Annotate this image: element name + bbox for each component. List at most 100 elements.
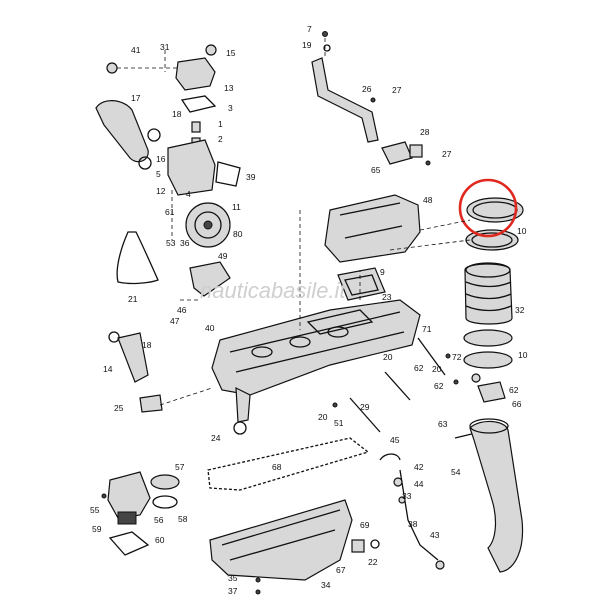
callout-65: 65 xyxy=(371,165,381,175)
callout-27: 27 xyxy=(442,149,452,159)
callout-46: 46 xyxy=(177,305,187,315)
callout-20: 20 xyxy=(432,364,442,374)
clamp-bracket-icon xyxy=(381,141,413,165)
support-arm-icon xyxy=(311,57,379,143)
callout-43: 43 xyxy=(430,530,440,540)
oil-pan-icon xyxy=(209,499,353,581)
callout-42: 42 xyxy=(414,462,424,472)
callout-18: 18 xyxy=(142,340,152,350)
exhaust-tube-group xyxy=(454,418,524,573)
callout-13: 13 xyxy=(224,83,234,93)
oil-pan-gasket-icon xyxy=(207,437,370,491)
drive-belt-icon xyxy=(116,231,159,285)
hose-clamp-icon xyxy=(463,351,513,369)
callout-37: 37 xyxy=(228,586,238,596)
callout-41: 41 xyxy=(131,45,141,55)
callout-25: 25 xyxy=(114,403,124,413)
callout-51: 51 xyxy=(334,418,344,428)
elbow-fitting-icon xyxy=(139,394,163,413)
callout-40: 40 xyxy=(205,323,215,333)
callout-14: 14 xyxy=(103,364,113,374)
callout-45: 45 xyxy=(390,435,400,445)
exhaust-manifold-icon xyxy=(211,299,421,396)
callout-7: 7 xyxy=(307,24,312,34)
callout-27: 27 xyxy=(392,85,402,95)
callout-48: 48 xyxy=(423,195,433,205)
callout-58: 58 xyxy=(178,514,188,524)
callout-26: 26 xyxy=(362,84,372,94)
plug-icon xyxy=(471,373,481,383)
callout-15: 15 xyxy=(226,48,236,58)
callout-10: 10 xyxy=(518,350,528,360)
callout-53: 53 xyxy=(166,238,176,248)
callout-18: 18 xyxy=(172,109,182,119)
support-bracket-group xyxy=(311,31,431,166)
plug-icon xyxy=(205,44,217,56)
lower-hose-icon xyxy=(95,100,149,163)
callout-36: 36 xyxy=(180,238,190,248)
callout-59: 59 xyxy=(92,524,102,534)
hose-clamp-icon xyxy=(463,329,513,347)
exhaust-elbow-icon xyxy=(324,194,421,263)
dipstick-tube-icon xyxy=(379,453,401,461)
callout-38: 38 xyxy=(408,519,418,529)
thermostat-cover-icon xyxy=(175,57,216,91)
hose-icon xyxy=(117,332,149,383)
callout-62: 62 xyxy=(414,363,424,373)
callout-4: 4 xyxy=(186,189,191,199)
callout-72: 72 xyxy=(452,352,462,362)
callout-31: 31 xyxy=(160,42,170,52)
callout-62: 62 xyxy=(509,385,519,395)
filter-adapter-icon xyxy=(107,471,151,519)
callout-29: 29 xyxy=(360,402,370,412)
callout-47: 47 xyxy=(170,316,180,326)
callout-20: 20 xyxy=(318,412,328,422)
callout-66: 66 xyxy=(512,399,522,409)
callout-22: 22 xyxy=(368,557,378,567)
exhaust-gasket-icon xyxy=(337,267,386,301)
callout-17: 17 xyxy=(131,93,141,103)
callout-10: 10 xyxy=(517,226,527,236)
callout-32: 32 xyxy=(515,305,525,315)
exhaust-bellows-icon xyxy=(464,263,513,325)
callout-62: 62 xyxy=(434,381,444,391)
callout-5: 5 xyxy=(156,169,161,179)
callout-11: 11 xyxy=(232,202,241,212)
exhaust-bellows-group xyxy=(463,262,513,403)
callout-55: 55 xyxy=(90,505,100,515)
callout-2: 2 xyxy=(218,134,223,144)
callout-23: 23 xyxy=(382,292,392,302)
callout-80: 80 xyxy=(233,229,243,239)
sensor-icon xyxy=(191,121,201,133)
callout-19: 19 xyxy=(302,40,312,50)
callout-3: 3 xyxy=(228,103,233,113)
callout-44: 44 xyxy=(414,479,424,489)
callout-9: 9 xyxy=(380,267,385,277)
callout-68: 68 xyxy=(272,462,282,472)
watermark: nauticabasile.it xyxy=(200,278,346,303)
plate-icon xyxy=(409,144,423,158)
callout-24: 24 xyxy=(211,433,221,443)
highlight-circle xyxy=(458,178,518,238)
callout-49: 49 xyxy=(218,251,228,261)
filter-gasket-icon xyxy=(108,531,150,556)
hose-ring-icon xyxy=(147,128,161,142)
hose-ring-icon xyxy=(138,156,152,170)
callout-61: 61 xyxy=(165,207,175,217)
callout-71: 71 xyxy=(422,324,432,334)
cap-icon xyxy=(233,421,247,435)
oil-pan-group xyxy=(207,437,445,595)
callout-54: 54 xyxy=(451,467,461,477)
thermostat-housing-icon xyxy=(167,139,216,196)
callout-60: 60 xyxy=(155,535,165,545)
callout-16: 16 xyxy=(156,154,166,164)
callout-63: 63 xyxy=(438,419,448,429)
flapper-icon xyxy=(477,381,506,403)
callout-12: 12 xyxy=(156,186,166,196)
callout-1: 1 xyxy=(218,119,223,129)
gasket-icon xyxy=(180,95,217,113)
upper-hose-group xyxy=(94,22,241,301)
cover-plate-icon xyxy=(215,161,241,187)
